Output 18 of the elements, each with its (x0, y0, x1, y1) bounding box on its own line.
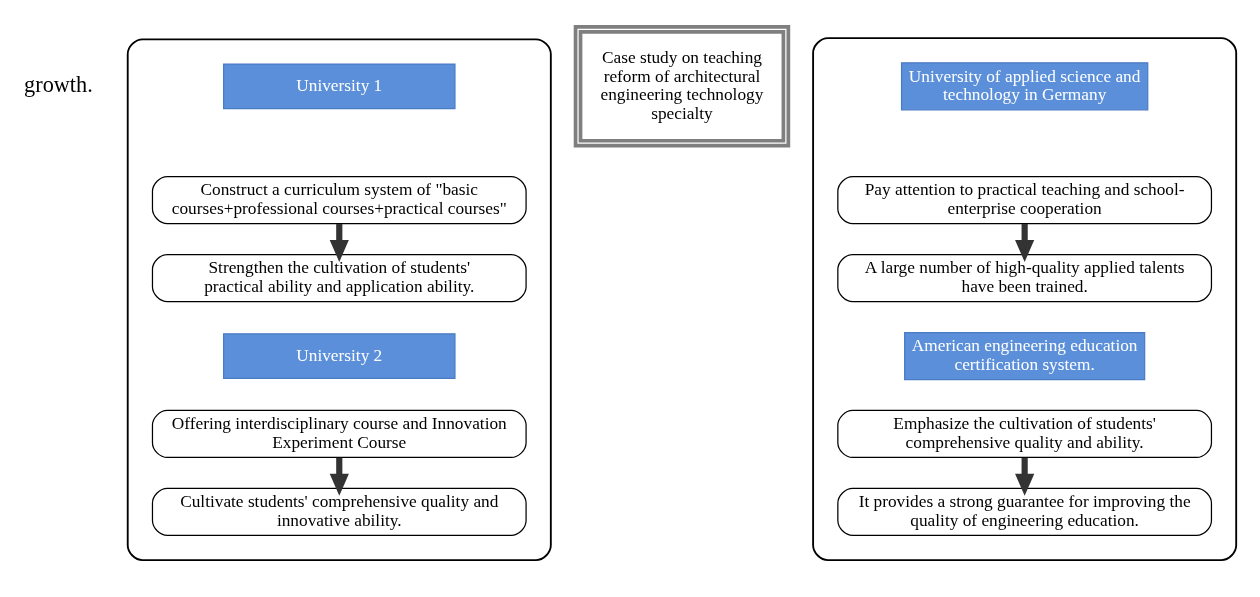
node-box: University 2 (223, 333, 456, 379)
node-box: Case study on teaching reform of architectural engineering technology specialty (573, 25, 791, 148)
label: growth. (24, 71, 93, 97)
arrow (1015, 457, 1035, 496)
node-box: Strengthen the cultivation of students' practical ability and application ability. (151, 253, 527, 303)
node-box: Cultivate students' comprehensive quality and innovative ability. (151, 487, 527, 537)
arrow (329, 457, 349, 496)
node-box: University of applied science and technology in Germany (900, 62, 1149, 111)
node-box: Pay attention to practical teaching and school-enterprise cooperation (837, 176, 1213, 225)
node-box: Emphasize the cultivation of students' comprehensive quality and ability. (837, 409, 1213, 459)
cluster (126, 38, 552, 562)
node-box: American engineering education certification system. (904, 331, 1146, 381)
node-box: A large number of high-quality applied talents have been trained. (837, 253, 1213, 303)
node-box: It provides a strong guarantee for improving the quality of engineering education. (837, 487, 1213, 537)
cluster (812, 37, 1238, 562)
node-box: Offering interdisciplinary course and Innovation Experiment Course (151, 409, 527, 459)
node-box: University 1 (223, 63, 456, 110)
node-box: Construct a curriculum system of "basic courses+professional courses+practical courses" (151, 176, 527, 225)
